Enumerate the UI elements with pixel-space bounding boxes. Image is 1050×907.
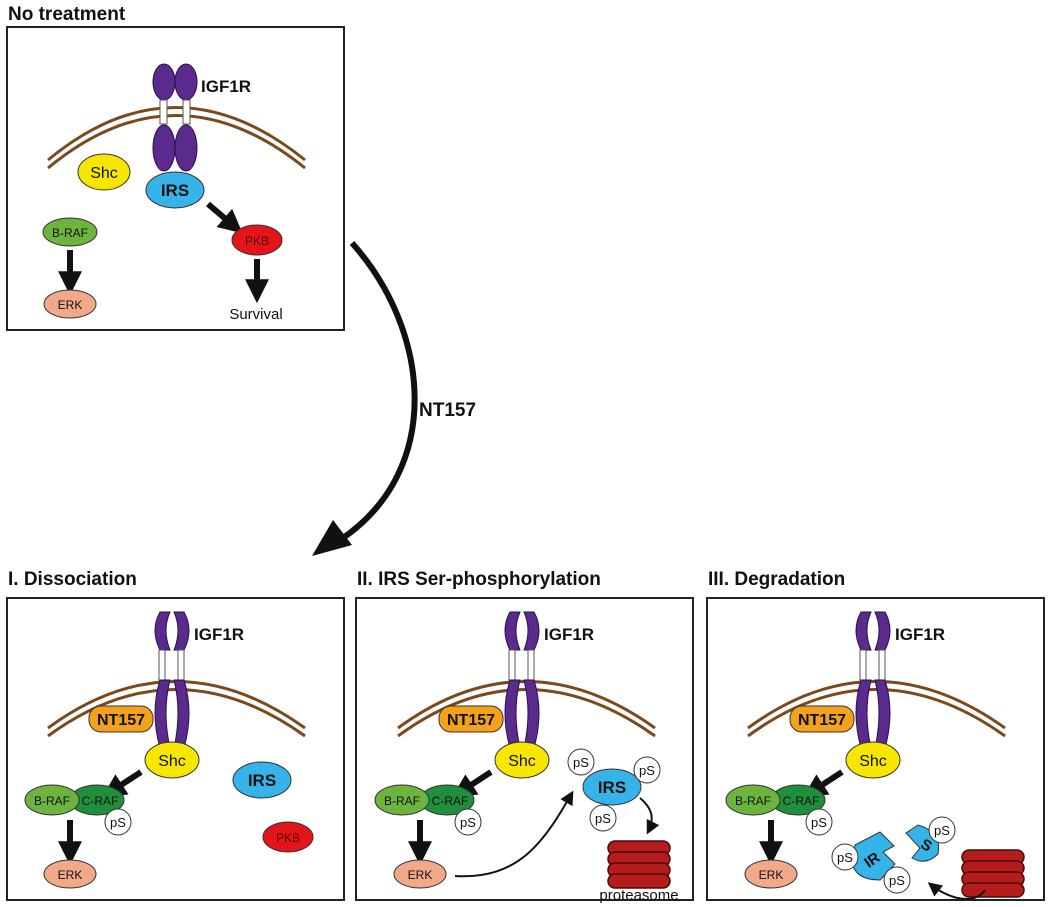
erk-protein (43, 859, 97, 889)
survival-label: Survival (229, 306, 282, 323)
shc-label: Shc (508, 753, 536, 770)
nt157-compound (88, 705, 154, 733)
irs-protein (145, 171, 205, 209)
phosphoserine-site (883, 866, 911, 894)
ps-label: pS (639, 763, 655, 778)
proteasome-complex (607, 840, 671, 889)
shc-label: Shc (90, 165, 118, 182)
arrow-irs-to-pkb (206, 201, 243, 234)
erk-protein (744, 859, 798, 889)
treatment-arrow-label: NT157 (419, 400, 476, 421)
panel-dissociation: IGF1R NT157 Shc C-RAF B-RAF pS ERK IRS P… (6, 597, 345, 901)
arrow-shc-to-craf (101, 769, 143, 798)
ps-label: pS (595, 811, 611, 826)
shc-protein (845, 741, 901, 779)
braf-label: B-RAF (735, 794, 771, 808)
braf-label: B-RAF (34, 794, 70, 808)
nt157-label: NT157 (798, 712, 846, 729)
shc-label: Shc (859, 753, 887, 770)
cell-membrane (47, 106, 306, 170)
proteasome-label: proteasome (599, 887, 678, 904)
panel-degradation: IGF1R NT157 Shc C-RAF B-RAF pS ERK IR S … (706, 597, 1045, 901)
irs-label: IRS (161, 181, 189, 200)
ps-label: pS (934, 823, 950, 838)
igf1r-label: IGF1R (544, 625, 594, 644)
ps-label: pS (889, 873, 905, 888)
braf-protein (24, 784, 80, 816)
panel-no-treatment: IGF1R Shc IRS PKB B-RAF ERK Survival (6, 26, 345, 331)
ps-label: pS (811, 815, 827, 830)
panel-title-degradation: III. Degradation (708, 569, 846, 590)
erk-label: ERK (408, 868, 433, 882)
braf-protein (374, 784, 430, 816)
irs-protein (582, 768, 642, 806)
arrow-irs-to-proteasome (639, 797, 660, 835)
ps-label: pS (573, 755, 589, 770)
nt157-compound (789, 705, 855, 733)
erk-label: ERK (58, 868, 83, 882)
erk-label: ERK (759, 868, 784, 882)
shc-label: Shc (158, 753, 186, 770)
phosphoserine-site (567, 748, 595, 776)
irs-label: IRS (248, 771, 276, 790)
ps-label: pS (460, 815, 476, 830)
igf1r-receptor (152, 63, 198, 172)
nt157-label: NT157 (97, 712, 145, 729)
panel-title-no-treatment: No treatment (8, 4, 126, 25)
nt157-treatment-arrow (312, 240, 418, 556)
arrow-shc-to-craf (451, 769, 493, 798)
pkb-label: PKB (245, 234, 269, 248)
proteasome-complex (961, 849, 1025, 898)
ps-label: pS (837, 850, 853, 865)
pkb-label: PKB (276, 831, 300, 845)
arrow-proteasome-degradation (927, 882, 986, 900)
phosphoserine-site (831, 843, 859, 871)
erk-protein (43, 289, 97, 319)
braf-protein (42, 217, 98, 247)
shc-protein (77, 153, 131, 191)
igf1r-label: IGF1R (194, 625, 244, 644)
phosphoserine-site (104, 808, 132, 836)
shc-protein (494, 741, 550, 779)
phosphoserine-site (589, 804, 617, 832)
igf1r-receptor (504, 611, 540, 749)
braf-label: B-RAF (52, 226, 88, 240)
phosphoserine-site (454, 808, 482, 836)
phosphoserine-site (805, 808, 833, 836)
nt157-label: NT157 (447, 712, 495, 729)
irs-protein (232, 761, 292, 799)
igf1r-label: IGF1R (201, 77, 251, 96)
igf1r-receptor (154, 611, 190, 749)
panel-title-ser-phosphorylation: II. IRS Ser-phosphorylation (357, 569, 601, 590)
craf-label: C-RAF (783, 794, 820, 808)
cell-membrane (747, 680, 1006, 738)
panel-title-dissociation: I. Dissociation (8, 569, 137, 590)
nt157-compound (438, 705, 504, 733)
igf1r-receptor (855, 611, 891, 749)
erk-protein (393, 859, 447, 889)
braf-label: B-RAF (384, 794, 420, 808)
pkb-protein (262, 821, 314, 853)
irs-label: IRS (598, 778, 626, 797)
phosphoserine-site (633, 756, 661, 784)
ps-label: pS (110, 815, 126, 830)
erk-label: ERK (58, 298, 83, 312)
braf-protein (725, 784, 781, 816)
shc-protein (144, 741, 200, 779)
craf-label: C-RAF (82, 794, 119, 808)
arrow-shc-to-craf (802, 769, 844, 798)
phosphoserine-site (928, 816, 956, 844)
arrow-erk-phosphorylates-irs (454, 790, 574, 878)
craf-label: C-RAF (432, 794, 469, 808)
pkb-protein (231, 224, 283, 256)
igf1r-label: IGF1R (895, 625, 945, 644)
panel-ser-phosphorylation: IGF1R NT157 Shc C-RAF B-RAF pS ERK IRS p… (355, 597, 694, 904)
